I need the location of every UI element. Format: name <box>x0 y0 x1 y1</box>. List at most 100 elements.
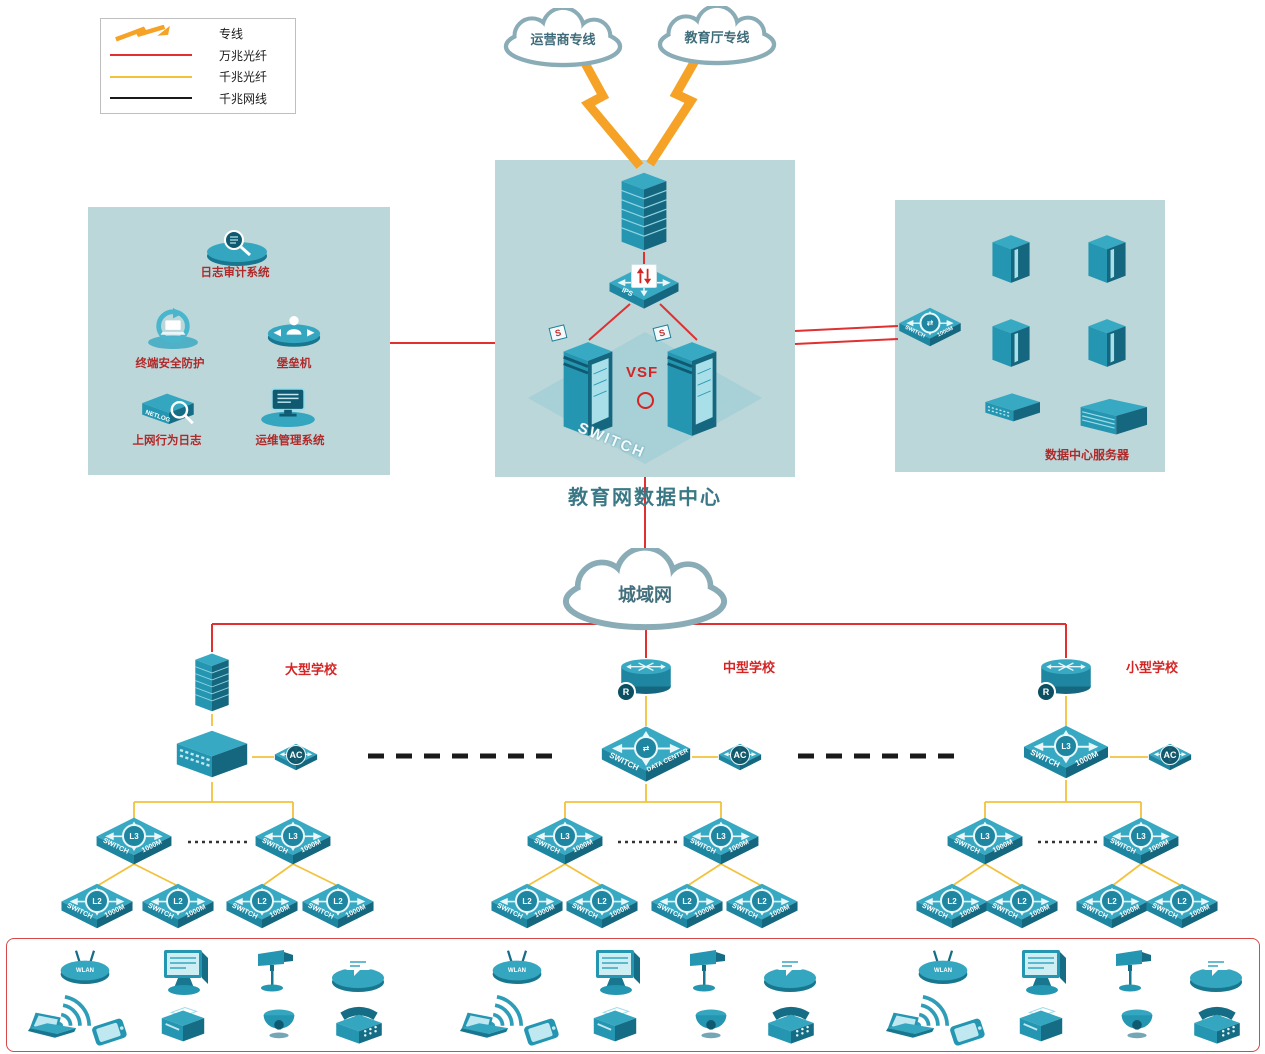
l3-badge: L3 <box>973 824 997 848</box>
terminal-security-icon <box>142 306 204 350</box>
dome-camera <box>688 1000 734 1042</box>
server-zone-switch: ⇄ SWITCH 1000M <box>898 306 962 348</box>
cloud-label: 教育厅专线 <box>684 30 750 46</box>
legend-label: 千兆光纤 <box>219 70 268 85</box>
dome-shape <box>1114 1000 1160 1042</box>
small-school-router: R <box>1036 656 1092 702</box>
l2-switch: L2 SWITCH 1000M <box>141 882 215 930</box>
laptop <box>884 1010 938 1050</box>
education-cloud: 教育厅专线 <box>642 6 792 68</box>
printer <box>156 1000 210 1046</box>
medium-school-label: 中型学校 <box>723 660 776 675</box>
laptop-shape <box>458 1010 512 1050</box>
server-rack <box>1074 394 1152 441</box>
l3-switch: L3 SWITCH 1000M <box>526 816 604 866</box>
switch-arrows-badge: ⇄ <box>634 736 658 760</box>
l2-badge: L2 <box>750 889 774 914</box>
operator-cloud: 运营商专线 <box>488 8 638 70</box>
server-zone-caption: 数据中心服务器 <box>1044 448 1129 462</box>
bastion-host-icon <box>266 310 322 350</box>
l2-badge: L2 <box>250 889 274 914</box>
messaging-terminal <box>762 950 818 994</box>
legend-item-10g: 万兆光纤 <box>101 45 295 65</box>
l2-switch: L2 SWITCH 1000M <box>650 882 724 930</box>
datacenter-server-cube <box>988 230 1034 288</box>
l2-badge: L2 <box>1170 889 1194 914</box>
man-cloud: 城域网 <box>540 548 750 634</box>
smartphone <box>86 1016 134 1052</box>
monitor-console-icon <box>261 387 315 428</box>
chat-shape <box>330 950 386 994</box>
l2-badge: L2 <box>85 889 109 914</box>
lightning-icon <box>115 24 170 42</box>
cctv-camera <box>682 946 734 994</box>
ac-label: AC <box>1160 744 1180 765</box>
fiber-1g-swatch <box>101 75 201 78</box>
dome-shape <box>256 1000 302 1042</box>
ips-device: IPS <box>608 263 680 310</box>
l3-switch: L3 SWITCH 1000M <box>1102 816 1180 866</box>
medium-school-router: R <box>616 656 672 702</box>
laptop-shape <box>26 1010 80 1050</box>
ac-label: AC <box>730 744 750 765</box>
messaging-terminal <box>1188 950 1244 994</box>
l2-switch: L2 SWITCH 1000M <box>725 882 799 930</box>
l3-switch: L3 SWITCH 1000M <box>254 816 332 866</box>
core-firewall <box>616 168 672 254</box>
l2-switch: L2 SWITCH 1000M <box>915 882 989 930</box>
chat-shape <box>762 950 818 994</box>
ap-shape <box>490 946 544 986</box>
legend-item-1g-cable: 千兆网线 <box>101 88 295 108</box>
cloud-label: 运营商专线 <box>530 32 596 48</box>
l2-badge: L2 <box>515 889 539 914</box>
l2-badge: L2 <box>940 889 964 914</box>
fiber-10g-swatch <box>101 54 201 57</box>
legend-item-dedicated: 专线 <box>101 24 295 44</box>
core-server-right: S <box>652 324 722 442</box>
telephone-shape <box>1188 1000 1246 1048</box>
phone-shape <box>518 1016 566 1052</box>
cctv-camera <box>1108 946 1160 994</box>
ops-management-label: 运维管理系统 <box>255 435 325 447</box>
rack-shape <box>1074 394 1152 441</box>
l2-badge: L2 <box>1100 889 1124 914</box>
camera-shape <box>1108 946 1160 994</box>
magnifier-doc-icon <box>207 230 267 266</box>
l2-switch: L2 SWITCH 1000M <box>60 882 134 930</box>
ip-telephone <box>762 1000 820 1048</box>
l2-badge: L2 <box>166 889 190 914</box>
dome-camera <box>256 1000 302 1042</box>
ips-arrows-chip <box>631 263 657 288</box>
l2-switch: L2 SWITCH 1000M <box>565 882 639 930</box>
wireless-ap: WLAN <box>916 946 970 986</box>
datacenter-server-cube <box>1084 230 1130 288</box>
server-cube-shape <box>988 230 1034 288</box>
netlog-label: 上网行为日志 <box>132 435 202 447</box>
netlog-device-icon: NETLOG <box>134 386 200 428</box>
storage-shape <box>980 390 1044 426</box>
server-shape <box>662 336 722 442</box>
monitor-shape <box>588 946 644 998</box>
wlan-label: WLAN <box>508 968 526 975</box>
log-audit-label: 日志审计系统 <box>200 267 270 279</box>
log-audit-icon <box>205 226 269 268</box>
phone-shape <box>944 1016 992 1052</box>
bastion-label: 堡垒机 <box>276 358 312 370</box>
vsf-label: VSF <box>626 364 659 381</box>
firewall-shape <box>616 168 672 254</box>
telephone-shape <box>330 1000 388 1048</box>
printer-shape <box>156 1000 210 1046</box>
ap-shape <box>58 946 112 986</box>
l3-badge: L3 <box>281 824 305 848</box>
server-cube-shape <box>988 314 1034 372</box>
person-icon <box>267 316 321 347</box>
l2-switch: L2 SWITCH 1000M <box>225 882 299 930</box>
small-school-core-switch: L3 SWITCH 1000M <box>1022 724 1110 780</box>
shield-ring-icon <box>148 307 198 350</box>
netlog-box-icon: NETLOG <box>142 393 194 425</box>
large-school-firewall <box>190 650 234 714</box>
terminal-security-label: 终端安全防护 <box>135 358 205 370</box>
nas-shape <box>172 726 252 782</box>
wireless-ap: WLAN <box>58 946 112 986</box>
